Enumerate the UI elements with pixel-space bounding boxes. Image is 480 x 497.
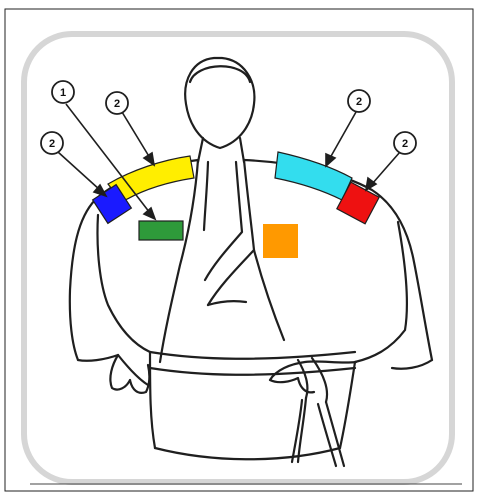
callout-1-number: 1 (60, 87, 66, 99)
callout-2a: 2 (106, 92, 128, 114)
callout-2c-number: 2 (356, 96, 362, 108)
callout-2d-number: 2 (402, 138, 408, 150)
callout-2a-number: 2 (114, 98, 120, 110)
callout-2b: 2 (41, 132, 63, 154)
callout-2c: 2 (348, 90, 370, 112)
callout-1: 1 (52, 81, 74, 103)
orange-center-patch (263, 224, 298, 258)
green-chest-patch (139, 221, 183, 240)
callout-2d: 2 (394, 132, 416, 154)
callout-2b-number: 2 (49, 138, 55, 150)
diagram-card (24, 34, 452, 482)
